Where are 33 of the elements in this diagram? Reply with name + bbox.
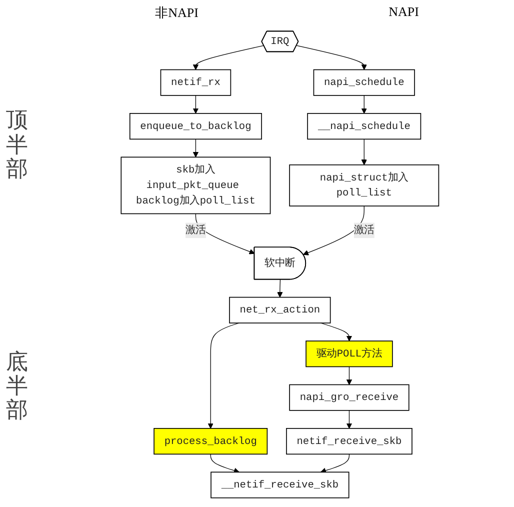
- edge-label: 激活: [186, 224, 206, 236]
- edge-label: 激活: [354, 224, 374, 236]
- arrow: [208, 322, 240, 429]
- arrow: [277, 279, 283, 298]
- arrow: [192, 45, 264, 70]
- arrow: [210, 454, 240, 474]
- arrow: [195, 213, 255, 254]
- node-box: __netif_receive_skb: [210, 472, 350, 498]
- arrow: [361, 95, 368, 114]
- node-box: net_rx_action: [229, 296, 331, 324]
- node-box: netif_rx: [160, 69, 232, 96]
- arrow: [346, 366, 352, 385]
- arrow: [320, 322, 352, 342]
- node-box: enqueue_to_backlog: [130, 113, 262, 140]
- node-box: napi_schedule: [313, 69, 416, 96]
- arrow: [303, 206, 365, 256]
- node-box: napi_struct加入poll_list: [289, 164, 440, 206]
- section-label: 顶半部: [6, 108, 28, 182]
- node-box: __napi_schedule: [307, 113, 422, 140]
- node-box: netif_receive_skb: [286, 428, 412, 455]
- column-heading: 非NAPI: [155, 4, 198, 22]
- arrow: [320, 454, 350, 474]
- node-box: skb加入input_pkt_queue backlog加入poll_list: [120, 156, 271, 214]
- node-box: process_backlog: [154, 428, 268, 455]
- node-box: napi_gro_receive: [289, 384, 410, 411]
- arrow: [192, 138, 199, 158]
- column-heading: NAPI: [388, 4, 419, 21]
- arrow: [296, 45, 368, 70]
- arrow: [346, 410, 352, 429]
- node-box: 驱动POLL方法: [306, 340, 393, 368]
- arrow: [192, 95, 199, 114]
- arrow: [361, 138, 368, 166]
- section-label: 底半部: [6, 350, 28, 423]
